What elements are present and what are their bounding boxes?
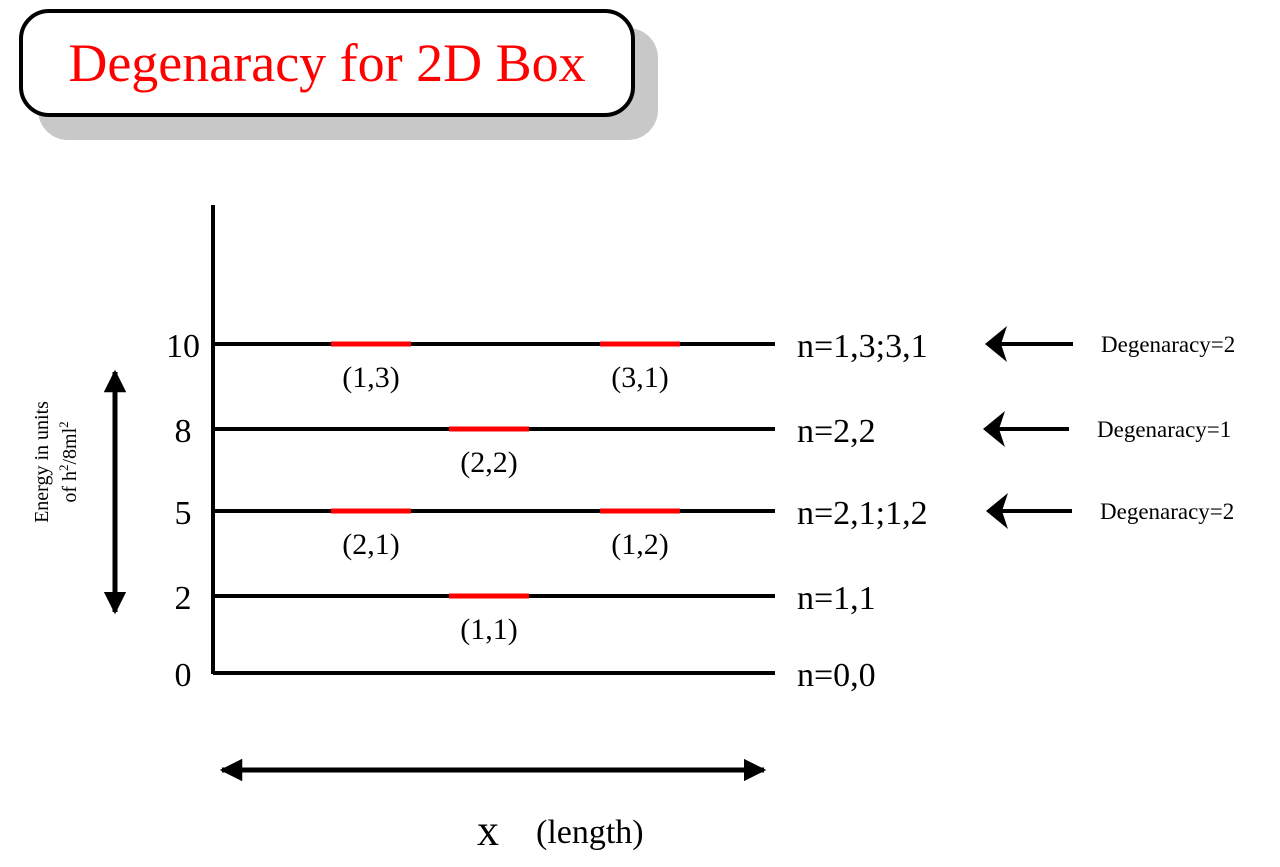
energy-levels: 0 n=0,0 2 n=1,1 (1,1) 5 n=2,1;1,2 (2,1) (1,2) Deg… xyxy=(166,326,1235,694)
quantum-number-label: n=1,1 xyxy=(797,580,876,617)
quantum-number-label: n=2,2 xyxy=(797,413,876,450)
degeneracy-arrow-head xyxy=(983,411,1005,447)
energy-value-label: 2 xyxy=(175,580,192,617)
energy-value-label: 10 xyxy=(166,328,200,365)
energy-value-label: 0 xyxy=(175,657,192,694)
x-axis-symbol: x xyxy=(477,806,499,855)
degeneracy-label: Degenaracy=2 xyxy=(1101,332,1235,357)
y-axis-label-line1: Energy in units xyxy=(31,401,53,523)
y-axis-label: Energy in units of h2/8ml2 xyxy=(31,401,81,523)
degeneracy-arrow-head xyxy=(986,493,1008,529)
degeneracy-arrow-head xyxy=(985,326,1007,362)
degeneracy-label: Degenaracy=1 xyxy=(1097,417,1231,442)
x-axis-label: (length) xyxy=(536,814,644,851)
degeneracy-label: Degenaracy=2 xyxy=(1100,499,1234,524)
state-label: (3,1) xyxy=(611,361,668,394)
state-label: (1,1) xyxy=(460,613,517,646)
diagram-title: Degenaracy for 2D Box xyxy=(68,33,586,93)
state-label: (1,3) xyxy=(342,361,399,394)
state-label: (2,1) xyxy=(342,528,399,561)
state-label: (2,2) xyxy=(460,446,517,479)
quantum-number-label: n=1,3;3,1 xyxy=(797,328,928,365)
state-label: (1,2) xyxy=(611,528,668,561)
y-axis-label-line2: of h2/8ml2 xyxy=(56,421,81,502)
title-box: Degenaracy for 2D Box xyxy=(19,9,635,117)
energy-value-label: 8 xyxy=(175,413,192,450)
energy-value-label: 5 xyxy=(175,495,192,532)
quantum-number-label: n=2,1;1,2 xyxy=(797,495,928,532)
quantum-number-label: n=0,0 xyxy=(797,657,876,694)
